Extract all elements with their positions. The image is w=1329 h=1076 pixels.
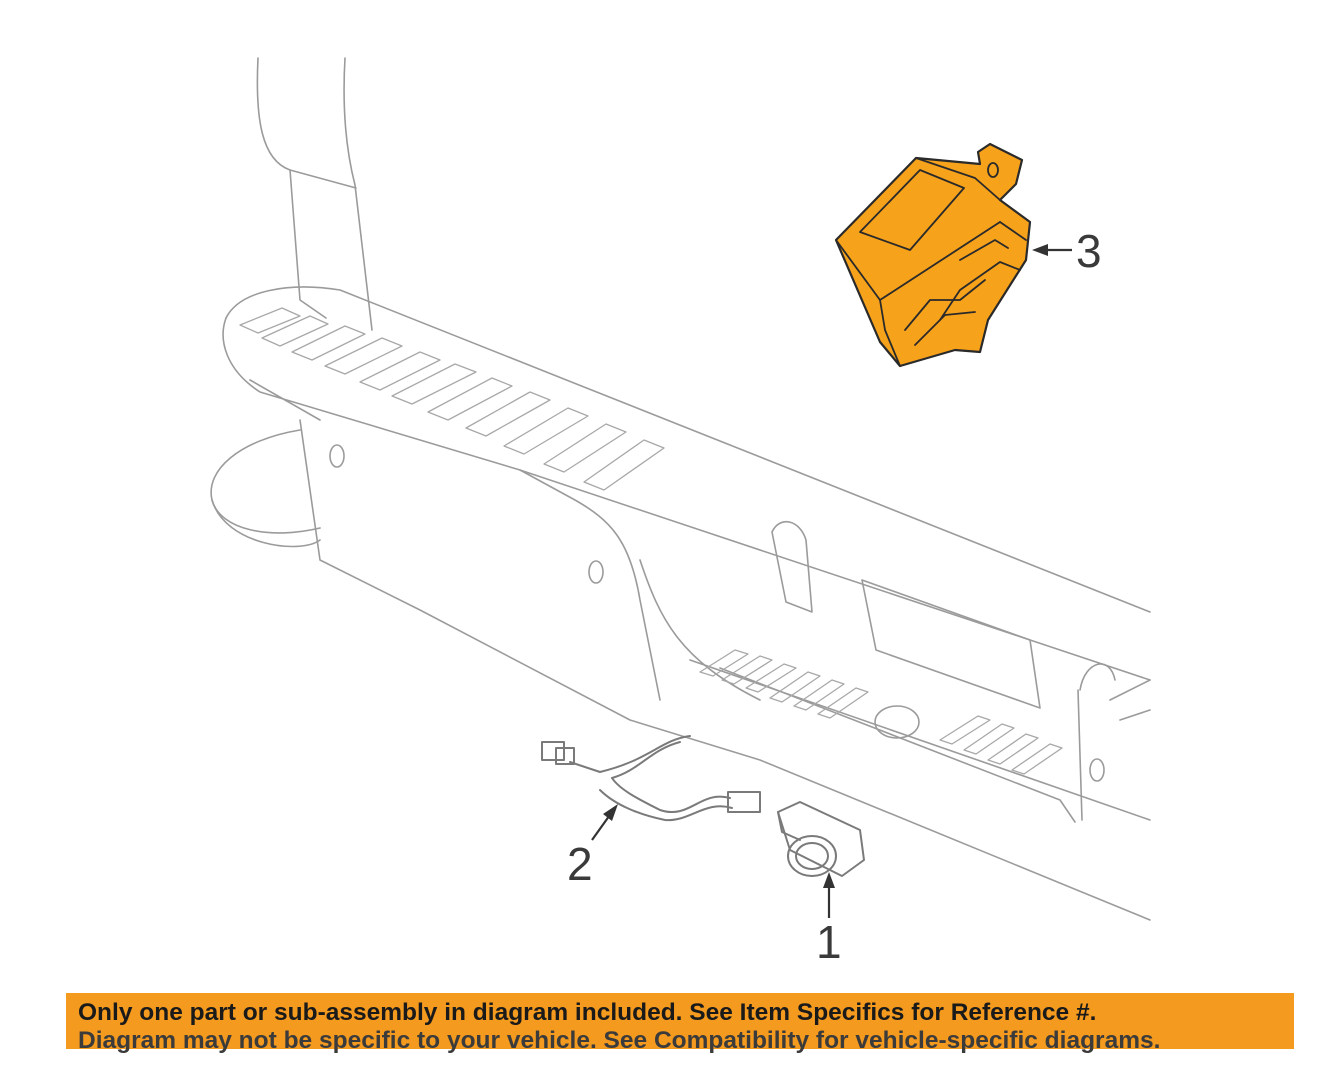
disclaimer-line-1: Only one part or sub-assembly in diagram… xyxy=(78,999,1097,1026)
wiring-harness xyxy=(541,735,761,822)
park-assist-sensor xyxy=(777,801,865,877)
bumper-top-outline xyxy=(222,286,1151,681)
callout-2-label: 2 xyxy=(567,838,593,890)
callout-1: 1 xyxy=(816,872,842,968)
disclaimer-banner: Only one part or sub-assembly in diagram… xyxy=(66,993,1294,1054)
callout-1-label: 1 xyxy=(816,916,842,968)
callout-2: 2 xyxy=(567,804,618,890)
hitch-outline xyxy=(210,429,321,548)
bumper-face-outline xyxy=(299,419,1151,921)
control-module xyxy=(834,142,1032,368)
callout-3-label: 3 xyxy=(1076,225,1102,277)
disclaimer-line-2: Diagram may not be specific to your vehi… xyxy=(78,1027,1161,1054)
tailgate-outline xyxy=(256,57,373,331)
callout-3: 3 xyxy=(1032,225,1102,277)
